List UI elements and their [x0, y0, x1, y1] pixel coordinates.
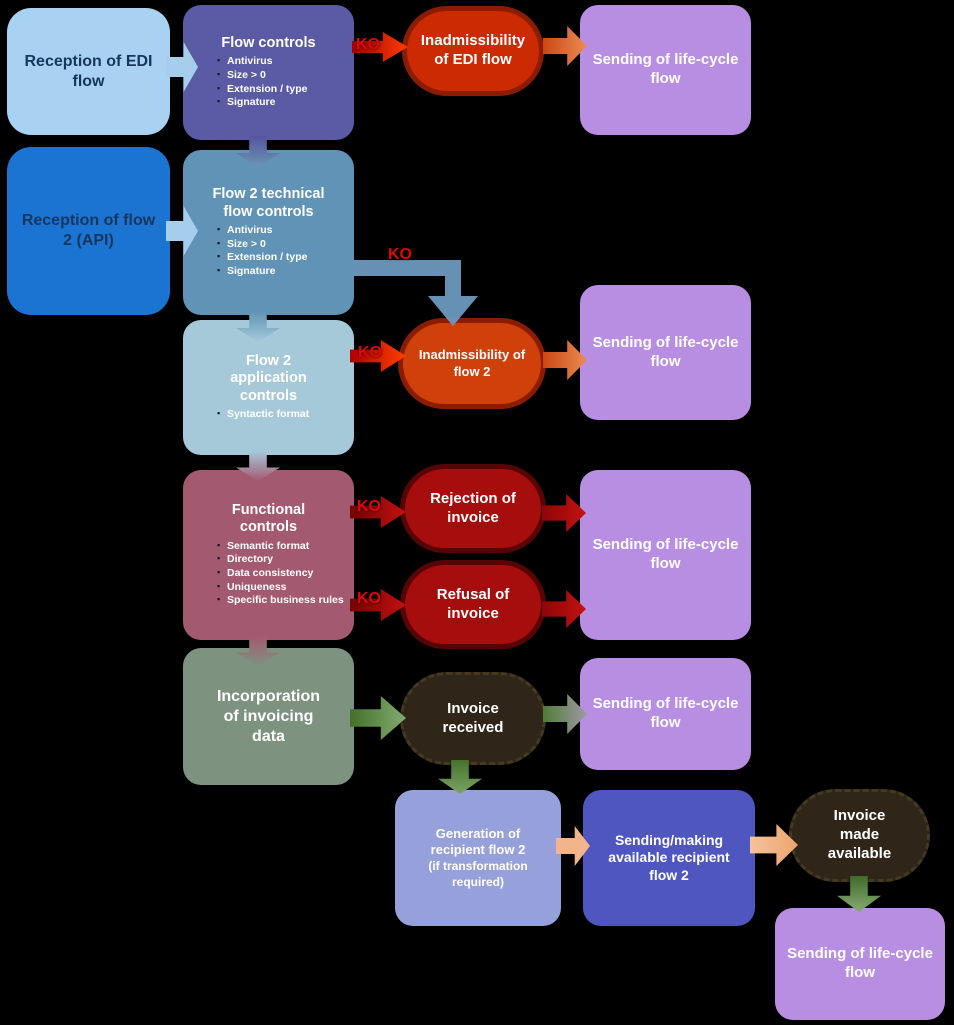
node-label: Invoice made available	[827, 807, 892, 862]
bullet-list: Antivirus Size > 0 Extension / type Sign…	[183, 52, 354, 110]
node-label: Reception of flow 2 (API)	[21, 212, 156, 249]
node-title: Functional controls	[231, 502, 306, 536]
bullet-item: Antivirus	[217, 55, 348, 69]
node-flow2-application-controls: Flow 2 application controls Syntactic fo…	[183, 320, 354, 455]
bullet-item: Signature	[217, 96, 348, 110]
node-label: Sending/making available recipient flow …	[608, 831, 730, 883]
bullet-list: Antivirus Size > 0 Extension / type Sign…	[183, 221, 354, 279]
node-label: Inadmissibility of EDI flow	[420, 32, 526, 68]
node-functional-controls: Functional controls Semantic format Dire…	[183, 470, 354, 640]
node-generation-recipient-flow2: Generation of recipient flow 2 (if trans…	[395, 790, 561, 926]
node-label: Sending of life-cycle flow	[592, 695, 739, 731]
node-flow2-technical-controls: Flow 2 technical flow controls Antivirus…	[183, 150, 354, 315]
node-title: Flow 2 application controls	[230, 353, 307, 404]
node-label: Refusal of invoice	[436, 585, 510, 622]
arrow-ko-flow2-technical-to-inadmissibility-flow2	[354, 260, 478, 326]
node-rejection-of-invoice: Rejection of invoice	[400, 464, 546, 553]
node-label: Incorporation of invoicing data	[216, 687, 321, 745]
ko-label-4: KO	[357, 498, 381, 515]
ko-label-2: KO	[388, 246, 412, 263]
node-lifecycle-flow-5: Sending of life-cycle flow	[775, 908, 945, 1020]
arrow-invoice-received-to-generation	[438, 760, 482, 794]
node-lifecycle-flow-3: Sending of life-cycle flow	[580, 470, 751, 640]
bullet-item: Uniqueness	[217, 581, 348, 595]
node-label: Sending of life-cycle flow	[592, 51, 739, 87]
node-reception-edi: Reception of EDI flow	[7, 8, 170, 135]
node-lifecycle-flow-2: Sending of life-cycle flow	[580, 285, 751, 420]
node-invoice-received: Invoice received	[400, 672, 546, 765]
node-label: Reception of EDI flow	[24, 52, 153, 90]
ko-label-3: KO	[358, 344, 382, 361]
node-lifecycle-flow-1: Sending of life-cycle flow	[580, 5, 751, 135]
bullet-item: Signature	[217, 265, 348, 279]
bullet-item: Extension / type	[217, 251, 348, 265]
node-inadmissibility-flow2: Inadmissibility of flow 2	[398, 318, 546, 409]
node-invoice-made-available: Invoice made available	[789, 789, 930, 882]
node-title: Flow controls	[221, 35, 316, 52]
node-refusal-of-invoice: Refusal of invoice	[400, 560, 546, 649]
node-label: Sending of life-cycle flow	[592, 333, 739, 370]
node-label: Inadmissibility of flow 2	[418, 347, 526, 379]
node-label: Rejection of invoice	[430, 489, 516, 526]
bullet-list: Semantic format Directory Data consisten…	[183, 537, 354, 608]
node-inadmissibility-edi-flow: Inadmissibility of EDI flow	[402, 6, 544, 96]
node-label: Sending of life-cycle flow	[787, 945, 933, 981]
ko-label-1: KO	[356, 36, 380, 53]
bullet-item: Size > 0	[217, 238, 348, 252]
bullet-item: Size > 0	[217, 69, 348, 83]
bullet-item: Data consistency	[217, 567, 348, 581]
bullet-item: Semantic format	[217, 540, 348, 554]
node-label: Generation of recipient flow 2 (if trans…	[395, 826, 561, 891]
bullet-list: Syntactic format	[183, 405, 354, 422]
node-label: Sending of life-cycle flow	[592, 536, 739, 572]
arrow-incorporation-to-invoice-received	[350, 696, 406, 740]
node-label-line1: Generation of recipient flow 2	[430, 825, 526, 857]
node-lifecycle-flow-4: Sending of life-cycle flow	[580, 658, 751, 770]
node-flow-controls: Flow controls Antivirus Size > 0 Extensi…	[183, 5, 354, 140]
node-label: Invoice received	[442, 699, 504, 736]
node-reception-flow2: Reception of flow 2 (API)	[7, 147, 170, 315]
node-sending-recipient-flow2: Sending/making available recipient flow …	[583, 790, 755, 926]
bullet-item: Directory	[217, 553, 348, 567]
bullet-item: Extension / type	[217, 83, 348, 97]
bullet-item: Specific business rules	[217, 594, 348, 608]
node-title: Flow 2 technical flow controls	[212, 186, 325, 220]
bullet-item: Antivirus	[217, 224, 348, 238]
bullet-item: Syntactic format	[217, 408, 348, 422]
node-label-line2: (if transformation required)	[428, 859, 528, 890]
node-incorporation-invoicing-data: Incorporation of invoicing data	[183, 648, 354, 785]
ko-label-5: KO	[357, 590, 381, 607]
